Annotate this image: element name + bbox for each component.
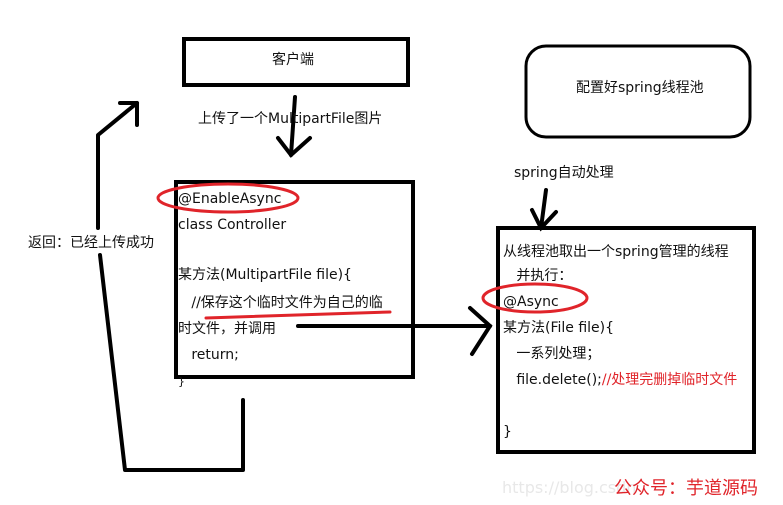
return-arrow: [96, 101, 245, 472]
code-line: return;: [178, 347, 239, 363]
watermark-brand: 公众号：芋道源码: [614, 478, 758, 499]
client-box: [182, 37, 410, 87]
code-line: file.delete();//处理完删掉临时文件: [503, 372, 737, 388]
delete-call: file.delete();: [503, 372, 602, 388]
code-line: 某方法(MultipartFile file){: [178, 267, 352, 283]
call-arrow: [296, 306, 493, 356]
upload-label: 上传了一个MultipartFile图片: [198, 111, 383, 127]
enable-async-highlight: [156, 182, 300, 214]
auto-arrow: [530, 188, 558, 232]
code-line: @EnableAsync: [178, 191, 282, 207]
async-highlight: [481, 282, 589, 314]
return-label: 返回：已经上传成功: [28, 235, 154, 251]
code-line: }: [503, 424, 512, 440]
code-line: //保存这个临时文件为自己的临: [178, 295, 383, 311]
code-line: 某方法(File file){: [503, 320, 615, 336]
thread-pool-label: 配置好spring线程池: [576, 80, 704, 96]
code-line: 时文件，并调用: [178, 321, 276, 337]
controller-box: [174, 180, 415, 379]
delete-comment: //处理完删掉临时文件: [601, 372, 738, 388]
code-line: class Controller: [178, 217, 287, 233]
code-line: 一系列处理；: [503, 346, 601, 362]
worker-box: [496, 226, 756, 454]
code-line: }: [178, 375, 185, 388]
comment-underline: [204, 310, 392, 320]
thread-pool-box: [524, 44, 752, 139]
code-line: 并执行：: [503, 268, 573, 284]
auto-label: spring自动处理: [514, 165, 614, 181]
code-line: 从线程池取出一个spring管理的线程: [503, 244, 729, 260]
client-label: 客户端: [272, 52, 314, 68]
code-line: @Async: [503, 294, 559, 310]
upload-arrow: [276, 95, 312, 158]
watermark-url: https://blog.csdn: [502, 478, 637, 497]
